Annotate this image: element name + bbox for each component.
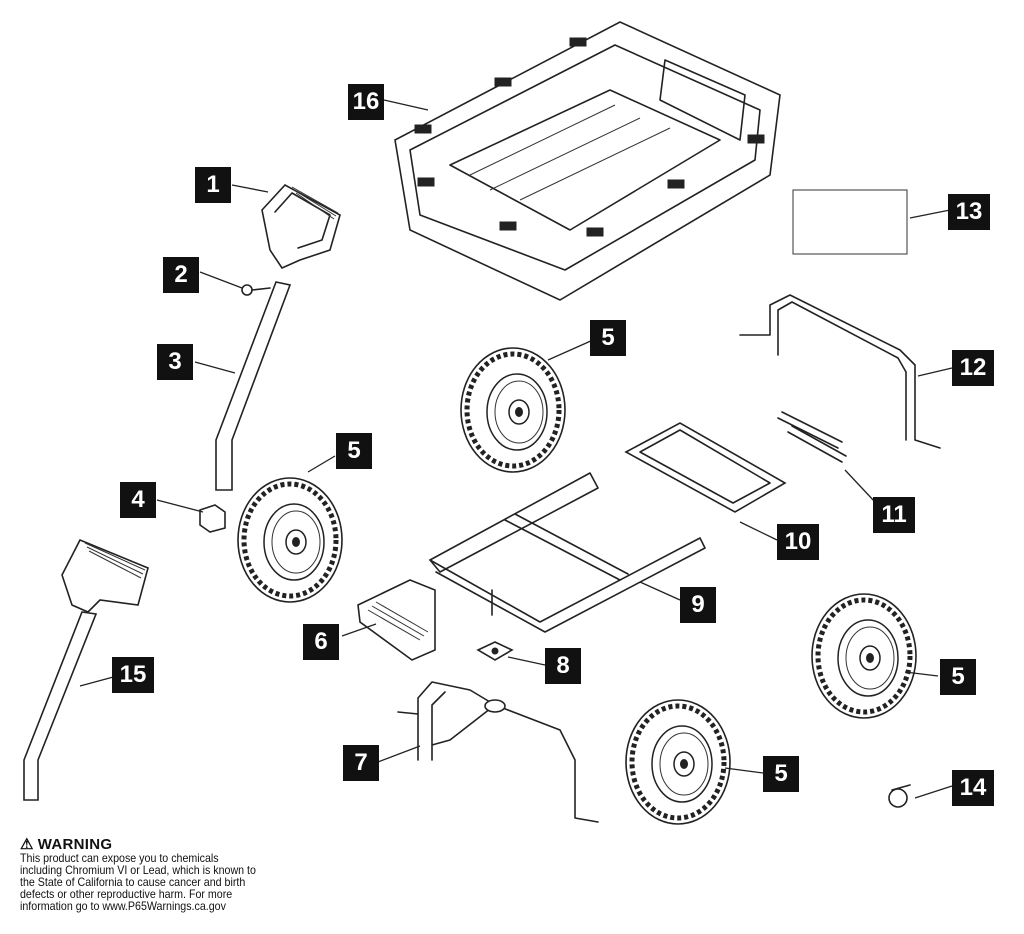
wheel-right (812, 594, 916, 718)
callout-14: 14 (952, 770, 994, 806)
warning-heading: ⚠ WARNING (20, 835, 310, 854)
bolt (241, 284, 271, 296)
wheel-bottom (626, 700, 730, 824)
hitch (357, 579, 436, 661)
clip (888, 784, 911, 808)
callout-6: 6 (303, 624, 339, 660)
callout-1: 1 (195, 167, 231, 203)
callout-15: 15 (112, 657, 154, 693)
callout-4: 4 (120, 482, 156, 518)
full-handle (23, 538, 149, 801)
rear-bar (739, 294, 941, 449)
callout-12: 12 (952, 350, 994, 386)
callout-5-right: 5 (940, 659, 976, 695)
callout-3: 3 (157, 344, 193, 380)
leader-lines (79, 99, 953, 799)
callout-10: 10 (777, 524, 819, 560)
mount-plate (624, 422, 787, 513)
callout-5-upper: 5 (590, 320, 626, 356)
callout-13: 13 (948, 194, 990, 230)
handle-grip (261, 183, 341, 270)
front-axle (397, 681, 599, 823)
callout-7: 7 (343, 745, 379, 781)
callout-9: 9 (680, 587, 716, 623)
wheel-left (238, 478, 342, 602)
wheel-upper (461, 348, 565, 472)
main-frame (429, 472, 706, 633)
prop65-warning: ⚠ WARNING This product can expose you to… (20, 835, 310, 913)
warning-triangle-icon: ⚠ (20, 836, 34, 853)
callout-5-bottom: 5 (763, 756, 799, 792)
wagon-tub (394, 21, 781, 301)
callout-8: 8 (545, 648, 581, 684)
warning-body: This product can expose you to chemicals… (20, 852, 256, 913)
callout-11: 11 (873, 497, 915, 533)
callout-2: 2 (163, 257, 199, 293)
warning-label-part (792, 189, 908, 255)
callout-16: 16 (348, 84, 384, 120)
handle-tube (215, 281, 292, 491)
straps (777, 411, 847, 463)
callout-5-left: 5 (336, 433, 372, 469)
small-bracket (199, 504, 226, 533)
warning-title: WARNING (37, 835, 113, 853)
